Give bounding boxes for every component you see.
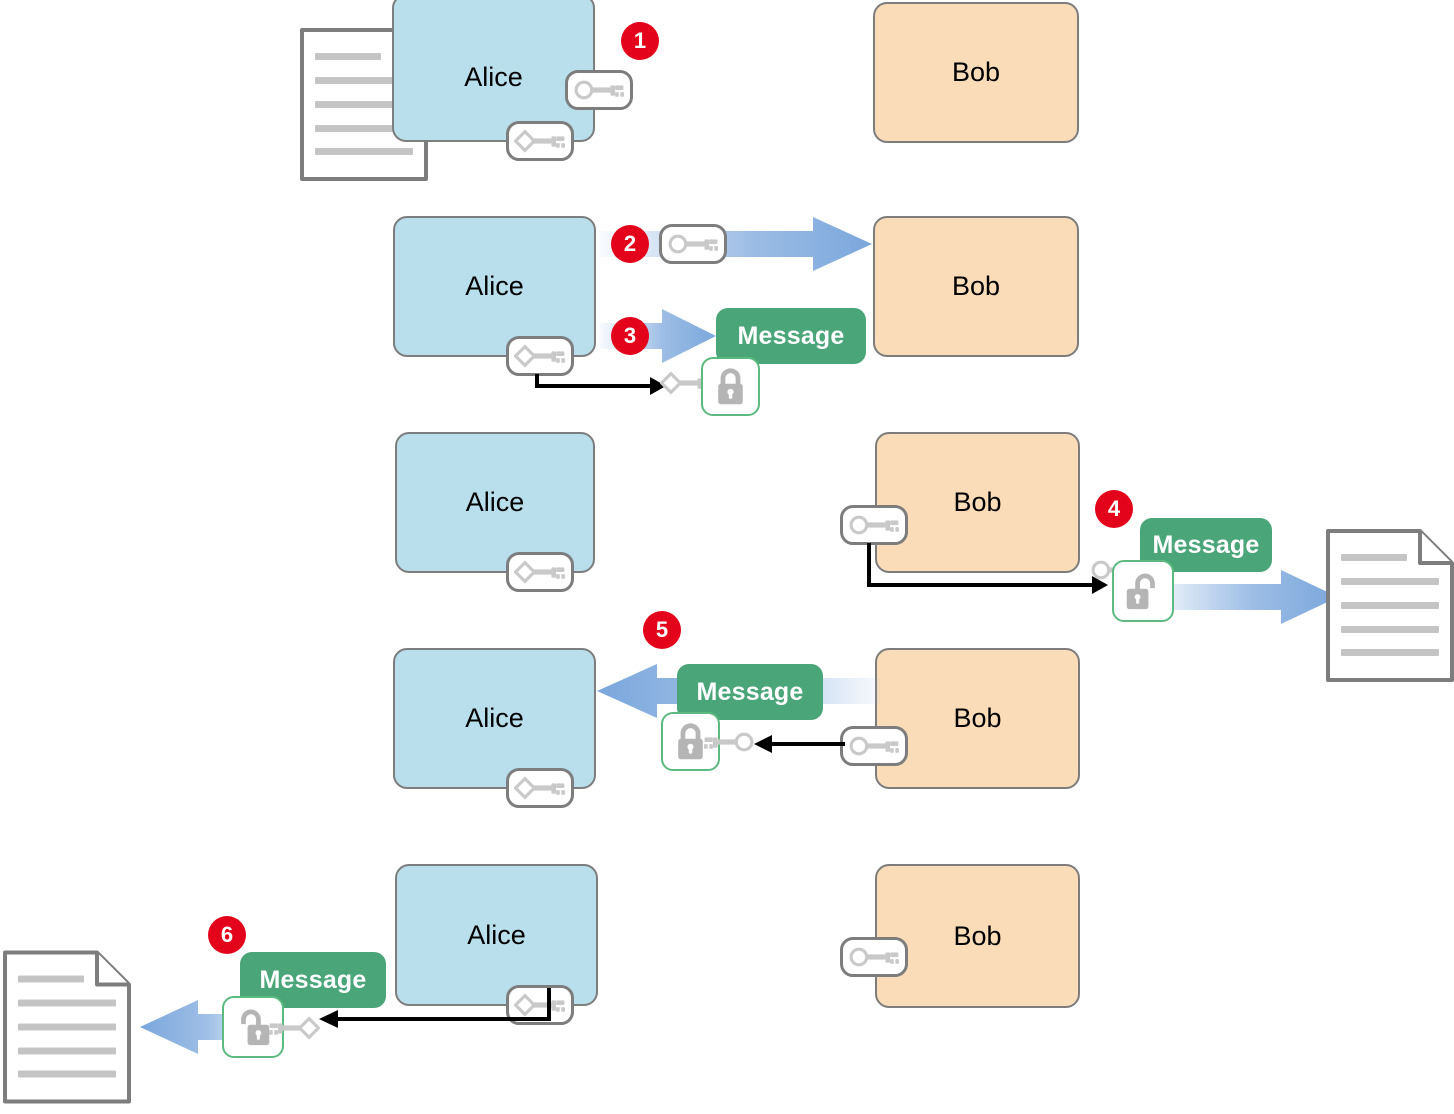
party-label-alice: Alice (465, 703, 524, 733)
flow-arrow-step2 (600, 217, 872, 271)
message-pill-step5: Message (677, 664, 823, 720)
message-label: Message (1152, 530, 1260, 559)
step-badge-5: 5 (643, 611, 681, 649)
party-label-alice: Alice (465, 271, 524, 301)
unlocked-padlock-chip-step4 (1112, 560, 1174, 622)
party-label-alice: Alice (467, 919, 526, 950)
pointer-arrow-step3 (534, 372, 674, 395)
party-box-bob-row3: Bob (875, 432, 1080, 573)
party-label-bob: Bob (953, 703, 1002, 733)
party-box-alice-row5: Alice (395, 864, 598, 1006)
private-key-badge-alice-row3 (506, 552, 574, 592)
pointer-arrow-step6 (316, 986, 552, 1032)
public-key-badge-bob-row3 (840, 505, 908, 545)
public-key-badge-in-transit-step2 (659, 224, 727, 264)
message-label: Message (696, 677, 804, 706)
party-label-bob: Bob (951, 271, 1001, 301)
step-number-2: 2 (623, 231, 637, 256)
message-label: Message (259, 965, 367, 994)
step-badge-6: 6 (208, 916, 246, 954)
pointer-arrow-step5 (752, 733, 848, 755)
document-page-icon (2, 947, 132, 1107)
party-label-alice: Alice (464, 61, 523, 92)
step-number-1: 1 (633, 28, 647, 53)
pointer-arrow-step4 (866, 541, 1116, 594)
flow-arrow-step4 (1148, 570, 1338, 624)
public-key-badge-bob-row5 (840, 937, 908, 977)
party-box-alice-row1: Alice (392, 0, 595, 142)
party-box-alice-row3: Alice (395, 432, 595, 573)
party-box-bob-row1: Bob (873, 2, 1079, 143)
party-label-bob: Bob (951, 57, 1001, 87)
public-key-badge-bob-row4 (840, 726, 908, 766)
step-badge-1: 1 (621, 22, 659, 60)
private-key-badge-alice-row4 (506, 768, 574, 808)
step-number-6: 6 (220, 922, 234, 947)
party-label-alice: Alice (465, 487, 525, 517)
step-number-3: 3 (623, 323, 637, 348)
party-label-bob: Bob (953, 487, 1002, 517)
document-page-icon (1325, 528, 1454, 683)
party-label-bob: Bob (953, 920, 1002, 951)
step-badge-3: 3 (611, 317, 649, 355)
public-key-badge-alice-row1 (565, 70, 633, 110)
flow-arrow-step6 (140, 1000, 280, 1054)
message-pill-step3: Message (716, 308, 866, 364)
party-box-bob-row2: Bob (873, 216, 1079, 357)
private-key-badge-alice-row1 (506, 121, 574, 161)
step-number-5: 5 (655, 617, 669, 642)
public-key-icon-step5 (703, 729, 755, 755)
private-key-badge-alice-row2 (506, 336, 574, 376)
party-box-bob-row4: Bob (875, 648, 1080, 789)
step-number-4: 4 (1107, 496, 1121, 521)
party-box-alice-row2: Alice (393, 216, 596, 357)
step-badge-2: 2 (611, 225, 649, 263)
private-key-icon-step6 (268, 1015, 320, 1041)
party-box-alice-row4: Alice (393, 648, 596, 789)
party-box-bob-row5: Bob (875, 864, 1080, 1008)
locked-padlock-chip-step3 (701, 357, 760, 416)
flow-arrow-step3 (600, 309, 716, 363)
step-badge-4: 4 (1095, 490, 1133, 528)
message-label: Message (737, 321, 845, 350)
